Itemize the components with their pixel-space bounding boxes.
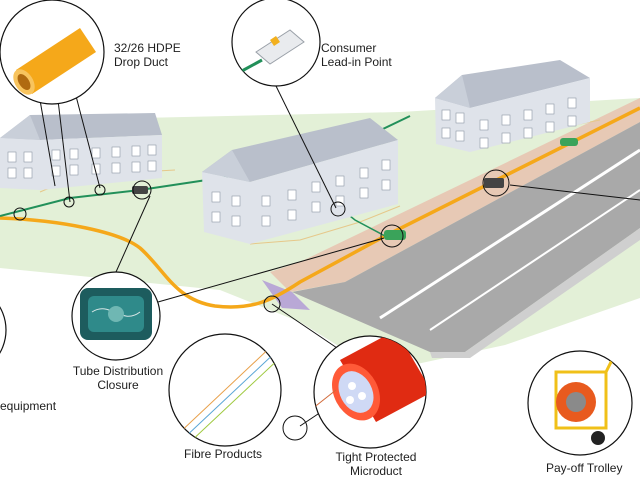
callout-drop-duct (0, 0, 105, 105)
house-window (359, 187, 369, 199)
closure-box (560, 138, 578, 146)
house-window (287, 209, 297, 221)
house-window (131, 145, 141, 157)
house-window (91, 147, 101, 159)
house-window (23, 151, 33, 163)
label-consumer-lead-in-line2: Lead-in Point (321, 55, 392, 69)
house-window (359, 167, 369, 179)
house-window (311, 201, 321, 213)
label-consumer-lead-in: Consumer Lead-in Point (321, 41, 392, 69)
house-window (111, 146, 121, 158)
label-tube-distribution-closure: Tube Distribution Closure (62, 364, 174, 392)
road-marking (379, 148, 640, 320)
road (292, 122, 640, 352)
closure-box (484, 178, 504, 188)
house-window (381, 179, 391, 191)
label-drop-duct: 32/26 HDPE Drop Duct (114, 41, 181, 69)
house-window (523, 109, 533, 121)
house-window (567, 97, 577, 109)
house-window (455, 130, 465, 142)
house-window (211, 191, 221, 203)
house-window (501, 114, 511, 126)
house-window (501, 132, 511, 144)
label-tight-protected-microduct: Tight Protected Microduct (318, 450, 434, 478)
house-window (479, 137, 489, 149)
callout-lines (39, 85, 640, 427)
house-window (479, 119, 489, 131)
closure-box (384, 230, 406, 240)
house-window (311, 181, 321, 193)
callout-consumer-lead-in (231, 0, 321, 87)
house-window (381, 159, 391, 171)
callout-pay-off-trolley (527, 350, 633, 456)
house-window (441, 109, 451, 121)
callout-tight-protected-microduct (313, 335, 427, 449)
marker-circles (13, 169, 510, 441)
label-tight-protected-microduct-line2: Microduct (349, 464, 402, 478)
house-window (567, 115, 577, 127)
callout-fibre-products (168, 333, 282, 447)
house-window (545, 103, 555, 115)
label-tube-distribution-closure-line2: Closure (97, 378, 139, 392)
house-window (147, 144, 157, 156)
house-window (545, 121, 555, 133)
house-window (441, 127, 451, 139)
trench (262, 280, 310, 310)
house-window (51, 149, 61, 161)
house-windows (7, 97, 577, 227)
label-tube-distribution-closure-line1: Tube Distribution (72, 364, 164, 378)
house-window (261, 215, 271, 227)
house-window (69, 164, 79, 176)
road-marking (429, 189, 640, 331)
house-window (7, 167, 17, 179)
house-window (147, 160, 157, 172)
callout-tube-distribution-closure (71, 271, 161, 361)
house-window (7, 151, 17, 163)
label-consumer-lead-in-line1: Consumer (321, 41, 377, 55)
house-window (111, 162, 121, 174)
house-window (69, 148, 79, 160)
pavement (270, 98, 640, 292)
callout-equipment (0, 306, 7, 354)
label-equipment: equipment (0, 399, 57, 413)
label-drop-duct-line1: 32/26 HDPE (114, 41, 181, 55)
closure-box (132, 186, 148, 194)
house-window (261, 195, 271, 207)
house-window (131, 161, 141, 173)
label-tight-protected-microduct-line1: Tight Protected (335, 450, 417, 464)
house-window (23, 167, 33, 179)
house-window (211, 211, 221, 223)
label-pay-off-trolley: Pay-off Trolley (546, 461, 623, 475)
house-window (455, 112, 465, 124)
house-window (523, 127, 533, 139)
house-window (287, 189, 297, 201)
house-window (335, 195, 345, 207)
house-window (335, 175, 345, 187)
label-fibre-products: Fibre Products (184, 447, 263, 461)
house-window (231, 215, 241, 227)
main-duct (0, 106, 640, 309)
house-window (231, 195, 241, 207)
label-drop-duct-line2: Drop Duct (114, 55, 169, 69)
